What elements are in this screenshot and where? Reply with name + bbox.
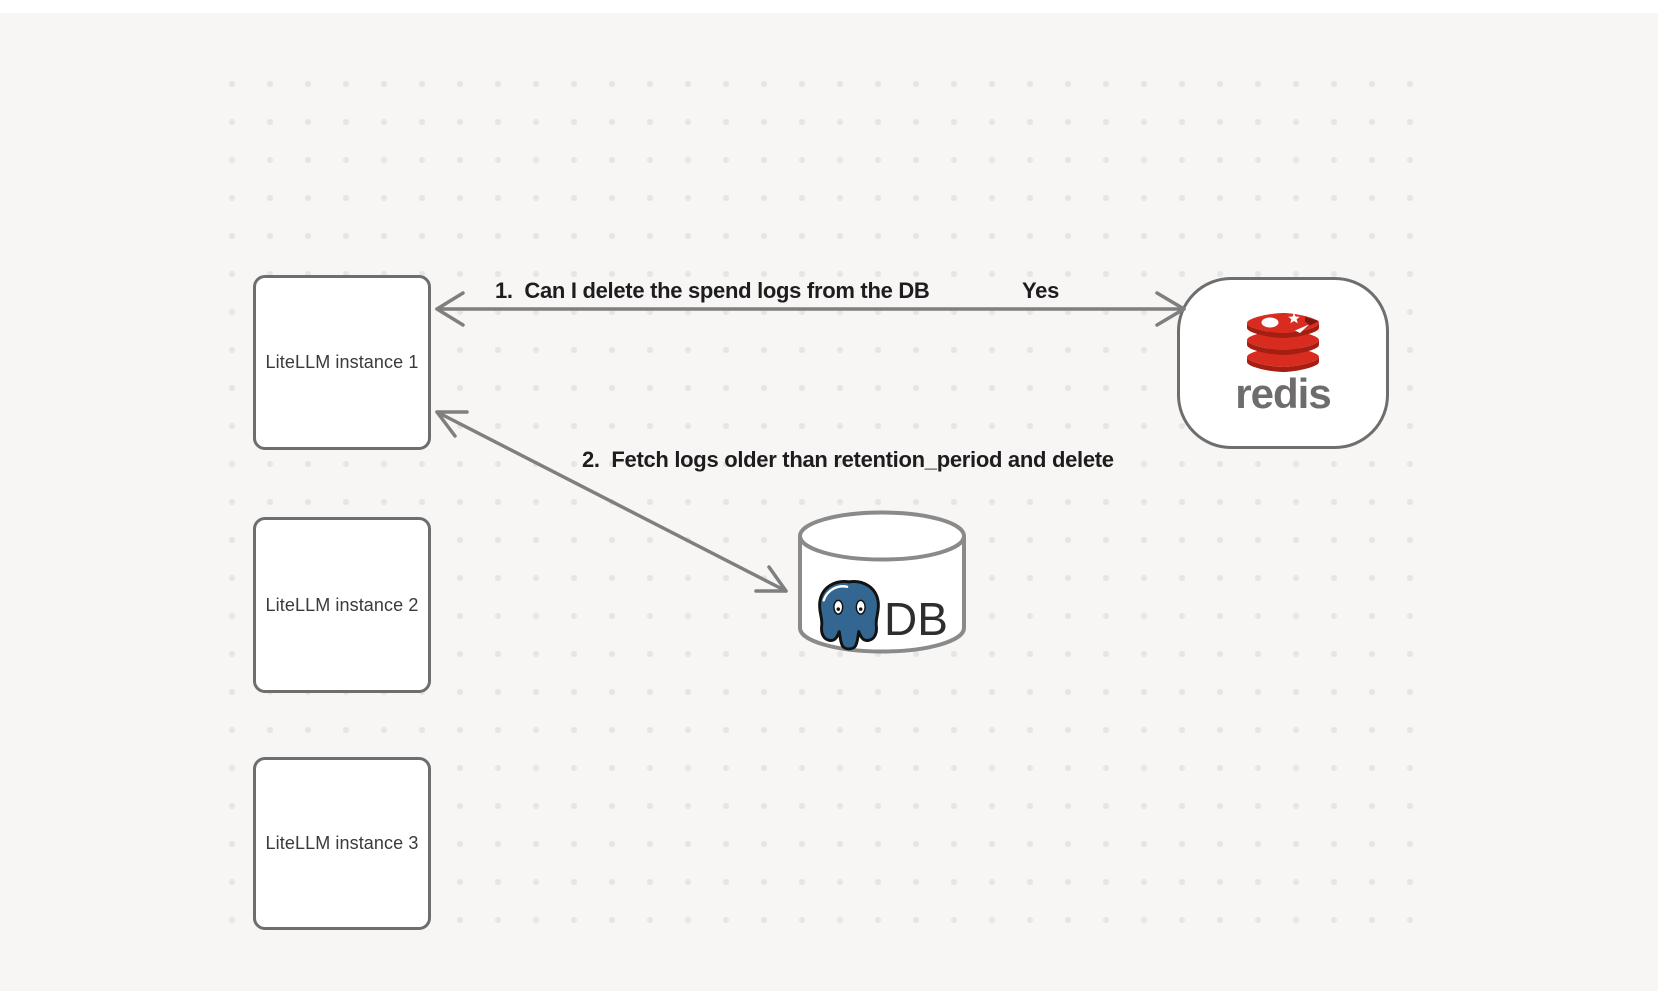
arrowhead-lower (754, 565, 788, 593)
elephant-ear-line (822, 585, 849, 602)
db-label: DB (884, 593, 948, 645)
elephant-eye (855, 599, 866, 615)
redis-notch-decoration (1305, 317, 1319, 326)
redis-tier-rim (1247, 323, 1319, 338)
node-label: LiteLLM instance 2 (265, 594, 419, 615)
elephant-pupil (836, 607, 841, 611)
edge-label-yes-response: Yes (1022, 278, 1060, 303)
top-margin (0, 0, 1658, 13)
elephant-pupil (858, 607, 863, 611)
postgresql-elephant-icon (818, 580, 880, 651)
bottom-margin (0, 991, 1658, 1003)
node-litellm-instance-3: LiteLLM instance 3 (253, 757, 431, 930)
edge-label-fetch-logs: 2. Fetch logs older than retention_perio… (582, 447, 1114, 472)
redis-tier-rim (1247, 357, 1319, 372)
arrow-spend-logs-question (435, 291, 1186, 327)
redis-stack-icon (1247, 313, 1319, 372)
edge-label-spend-logs-question: 1. Can I delete the spend logs from the … (495, 278, 930, 303)
arrow-line (435, 410, 788, 593)
redis-circle-decoration (1261, 317, 1279, 328)
redis-triangle-decoration (1295, 324, 1309, 333)
redis-star-decoration (1288, 313, 1300, 324)
arrowhead-upper (435, 410, 469, 438)
cylinder-top (798, 510, 966, 562)
node-label: LiteLLM instance 1 (265, 352, 419, 372)
redis-tier-rim (1247, 340, 1319, 355)
node-litellm-instance-2: LiteLLM instance 2 (253, 517, 431, 693)
node-litellm-instance-1: LiteLLM instance 1 (253, 275, 431, 450)
arrowhead-right (1155, 291, 1186, 327)
elephant-head (818, 580, 880, 651)
arrow-fetch-logs (435, 410, 788, 593)
node-redis: redis (1177, 277, 1389, 449)
redis-wordmark: redis (1235, 370, 1331, 417)
arrowhead-left (435, 291, 465, 327)
elephant-eye (833, 599, 844, 615)
node-label: LiteLLM instance 3 (265, 833, 419, 853)
